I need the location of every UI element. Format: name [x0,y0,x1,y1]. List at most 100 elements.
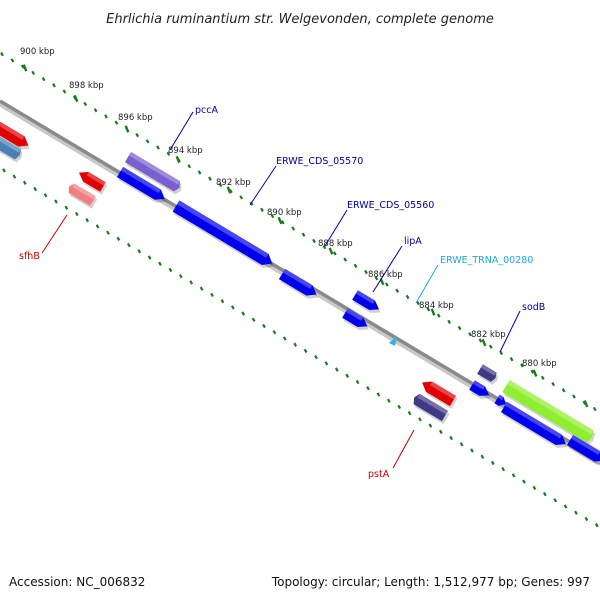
pstA-gene[interactable] [422,381,458,410]
lower-tick [210,292,214,298]
major-tick [328,247,334,255]
upper-tick [270,213,275,219]
cds-05570-label[interactable]: ERWE_CDS_05570 [276,156,363,167]
forward-cds-c[interactable] [469,380,491,399]
lower-tick [397,404,402,410]
trna-00280-label[interactable]: ERWE_TRNA_00280 [440,255,533,266]
upper-tick [0,52,4,57]
upper-tick [197,170,202,175]
pstA-label[interactable]: pstA [368,469,390,480]
major-tick [175,155,181,164]
major-tick [124,125,130,133]
forward-cds-a[interactable] [116,166,167,203]
trna-00280-gene[interactable] [389,336,397,346]
cds-05560-gene[interactable] [352,290,381,313]
upper-tick [135,132,140,138]
pccA-label[interactable]: pccA [195,105,218,116]
lower-tick [407,411,412,416]
lower-tick [386,398,391,403]
kbp-label: 896 kbp [118,113,153,123]
lipA-gene[interactable] [342,308,369,330]
kbp-label: 898 kbp [69,81,104,91]
forward-cds-d[interactable] [494,394,508,409]
upper-tick [343,257,348,262]
upper-tick [208,176,212,181]
sfhB-gene[interactable] [68,183,98,209]
kbp-label: 888 kbp [318,239,353,249]
upper-tick [520,363,524,368]
steel-cds-left[interactable] [0,135,23,163]
lower-tick [272,330,277,335]
upper-tick [20,64,25,69]
lipA-label[interactable]: lipA [404,236,422,247]
upper-tick [416,301,420,306]
lower-tick [147,255,152,260]
major-tick [277,216,283,225]
lower-tick [168,267,173,273]
lower-tick [64,205,69,210]
sodB-label[interactable]: sodB [522,302,545,313]
upper-tick [509,357,514,362]
lower-tick [542,491,547,497]
lower-tick [33,186,38,192]
upper-tick [249,201,254,206]
upper-tick [405,294,410,300]
trna-00280-callout [415,264,439,304]
lower-tick [428,423,433,428]
cds-05570-callout [249,165,277,206]
upper-tick [468,332,472,337]
major-tick [73,94,79,103]
sfhB-label[interactable]: sfhB [19,251,40,262]
purple-cds-sodB[interactable] [477,364,499,385]
lower-tick [262,323,266,329]
lower-tick [438,429,443,434]
cds-05560-label[interactable]: ERWE_CDS_05560 [347,200,434,211]
red-cds-a[interactable] [78,172,108,195]
lower-tick [220,298,225,304]
kbp-label: 884 kbp [419,301,454,311]
upper-tick [353,263,358,268]
map-title: Ehrlichia ruminantium str. Welgevonden, … [106,12,494,27]
upper-tick [104,114,108,119]
lower-tick [490,460,495,466]
upper-tick [41,76,46,82]
upper-tick [114,120,119,125]
lower-tick [178,274,183,279]
lower-tick [470,448,474,453]
lower-tick [584,516,589,522]
upper-tick [540,375,545,381]
upper-tick [280,220,285,225]
pccA-gene[interactable] [124,151,182,195]
lower-tick [116,236,121,242]
lower-tick [54,199,58,204]
lower-tick [293,342,298,347]
upper-tick [322,245,327,250]
upper-tick [187,164,192,169]
forward-cds-e[interactable] [566,434,600,465]
major-tick [22,64,28,72]
lower-tick [501,467,506,472]
lower-tick [230,305,235,310]
lower-tick [74,211,79,217]
major-tick [430,308,436,316]
lower-tick [303,348,308,354]
red-cds-left[interactable] [0,120,30,150]
lower-tick [22,180,27,185]
pccA-callout [169,111,194,151]
forward-cds-b[interactable] [278,268,318,299]
sodB-gene[interactable] [500,401,568,449]
upper-tick [551,381,556,387]
upper-tick [478,338,483,343]
purple-cds-pstA[interactable] [413,393,450,425]
gene-features [0,120,600,465]
kbp-label: 882 kbp [471,330,506,340]
upper-tick [374,276,379,281]
upper-tick [447,319,452,324]
upper-tick [457,325,462,331]
cds-05570-gene[interactable] [172,200,274,268]
upper-tick [301,232,306,237]
green-cds[interactable] [502,379,596,446]
major-tick [583,400,589,408]
